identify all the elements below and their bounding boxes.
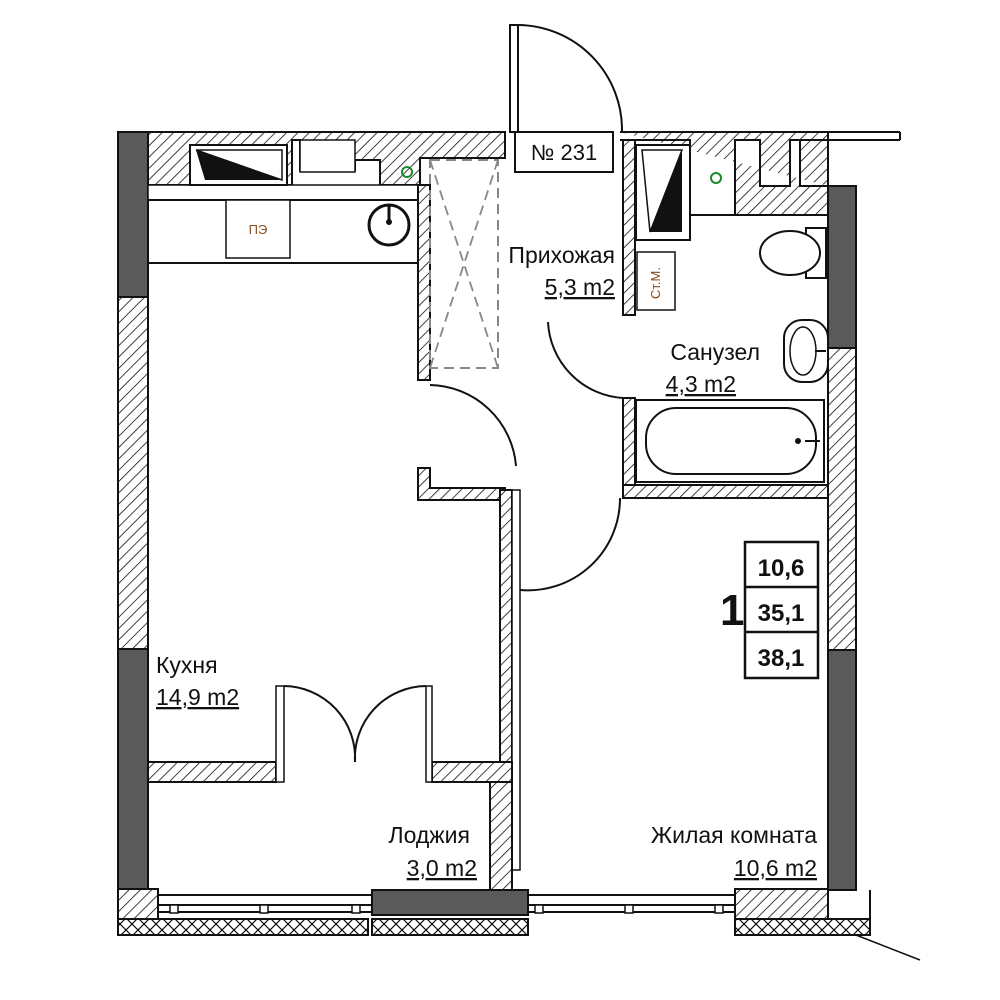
shaft — [401, 159, 499, 381]
kitchen-counter: ПЭ — [148, 139, 418, 264]
hallway-name: Прихожая — [508, 242, 615, 268]
windows — [117, 888, 921, 961]
loggia-name: Лоджия — [389, 822, 471, 848]
hallway-area: 5,3 m2 — [545, 274, 615, 300]
kitchen-area: 14,9 m2 — [156, 684, 239, 710]
rooms-count: 1 — [720, 586, 744, 635]
bathroom-area: 4,3 m2 — [666, 371, 736, 397]
living-name: Жилая комната — [651, 822, 817, 848]
kitchen-name: Кухня — [156, 652, 218, 678]
apartment-number: № 231 — [531, 140, 597, 165]
riser-tag: Ст.М. — [648, 267, 663, 299]
living-area: 10,6 m2 — [734, 855, 817, 881]
exterior-walls — [117, 131, 857, 916]
apartment-area: 35,1 — [758, 600, 805, 627]
room-labels: Прихожая 5,3 m2 Санузел 4,3 m2 Кухня 14,… — [156, 242, 817, 881]
area-summary: 1 10,6 35,1 38,1 — [720, 540, 820, 680]
interior-walls — [147, 467, 521, 891]
total-area: 38,1 — [758, 645, 805, 672]
entrance-door: № 231 — [509, 24, 624, 173]
door-swings — [283, 321, 624, 763]
living-area-total: 10,6 — [758, 555, 805, 582]
loggia-area: 3,0 m2 — [407, 855, 477, 881]
bathroom-name: Санузел — [670, 339, 760, 365]
bathroom-walls: Ст.М. — [622, 139, 829, 499]
bathroom-fixtures — [635, 227, 829, 483]
stove-tag: ПЭ — [249, 222, 268, 237]
